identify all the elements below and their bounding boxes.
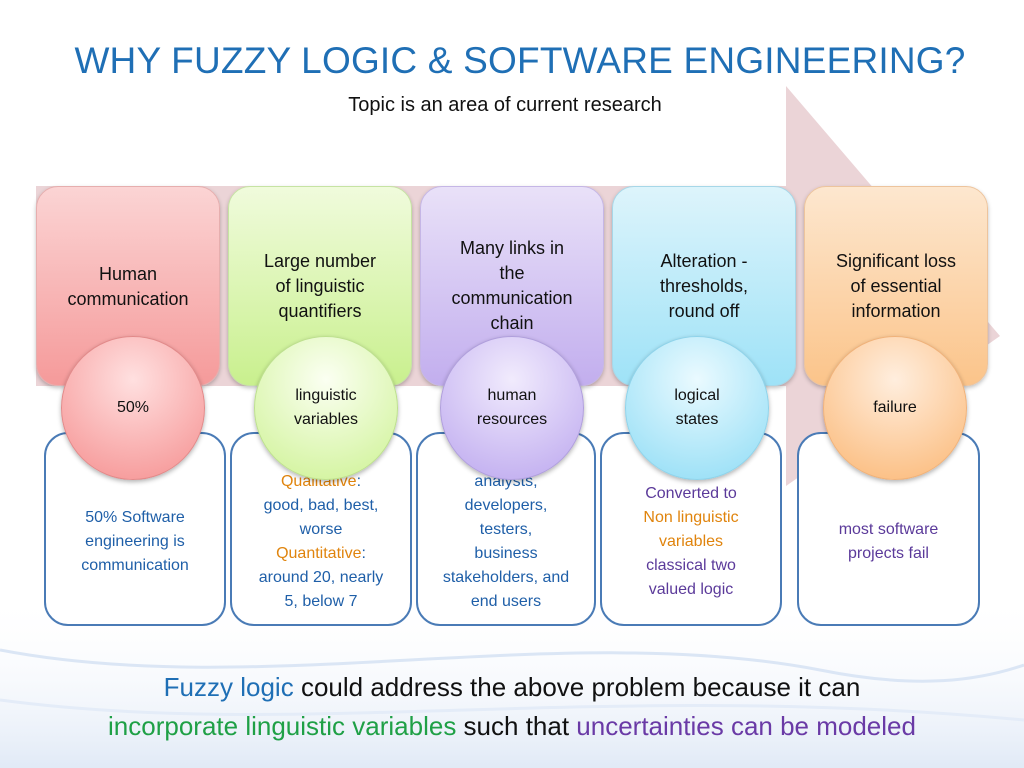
circle-label: resources bbox=[476, 411, 548, 428]
detail-line: worse bbox=[299, 521, 343, 538]
card-heading-line: of linguistic bbox=[275, 276, 365, 296]
circle-label: failure bbox=[873, 399, 917, 416]
circle-label: human bbox=[487, 387, 537, 404]
card-heading-line: communication bbox=[451, 288, 573, 308]
detail-line: engineering is bbox=[85, 533, 185, 550]
circle-logical-states: logical states bbox=[625, 336, 769, 480]
card-heading-line: information bbox=[851, 301, 941, 321]
card-heading-line: Significant loss bbox=[835, 251, 957, 271]
detail-line: around 20, nearly bbox=[258, 569, 384, 586]
card-heading-line: of essential bbox=[850, 276, 942, 296]
quantitative-row: Quantitative: bbox=[259, 542, 384, 566]
circle-label: linguistic bbox=[295, 387, 357, 404]
step-card-human-communication: Human communication bbox=[36, 186, 220, 386]
card-heading-line: communication bbox=[67, 289, 189, 309]
detail-line: projects fail bbox=[848, 545, 929, 562]
conclusion-line-1: Fuzzy logic could address the above prob… bbox=[0, 668, 1024, 707]
detail-line: business bbox=[474, 545, 538, 562]
detail-line: testers, bbox=[479, 521, 533, 538]
card-heading-line: the bbox=[499, 263, 525, 283]
detail-line: classical two bbox=[646, 557, 736, 574]
detail-line: communication bbox=[81, 557, 189, 574]
circle-label: variables bbox=[293, 411, 359, 428]
detail-line: 5, below 7 bbox=[284, 593, 358, 610]
circle-label: 50% bbox=[116, 399, 150, 416]
conclusion-line-2: incorporate linguistic variables such th… bbox=[0, 707, 1024, 746]
page-title: WHY FUZZY LOGIC & SOFTWARE ENGINEERING? bbox=[74, 40, 966, 81]
detail-line: stakeholders, and bbox=[442, 569, 570, 586]
quantitative-label: Quantitative bbox=[276, 545, 362, 562]
detail-line: good, bad, best, bbox=[263, 497, 379, 514]
card-heading-line: quantifiers bbox=[278, 301, 362, 321]
detail-line: Non linguistic bbox=[643, 509, 739, 526]
detail-line: variables bbox=[658, 533, 724, 550]
detail-line: developers, bbox=[464, 497, 548, 514]
card-heading-line: thresholds, bbox=[659, 276, 749, 296]
detail-line: most software bbox=[838, 521, 939, 538]
qualitative-colon: : bbox=[356, 473, 362, 490]
detail-box-linguistic: Qualitative: good, bad, best, worse Quan… bbox=[230, 432, 412, 626]
circle-50-percent: 50% bbox=[61, 336, 205, 480]
detail-line: valued logic bbox=[648, 581, 734, 598]
card-heading-line: Alteration - bbox=[660, 251, 748, 271]
circle-label: logical bbox=[674, 387, 720, 404]
circle-label: states bbox=[675, 411, 719, 428]
card-heading-line: chain bbox=[490, 313, 534, 333]
detail-line: 50% Software bbox=[85, 509, 185, 526]
conclusion-text: Fuzzy logic could address the above prob… bbox=[0, 668, 1024, 746]
page-subtitle: Topic is an area of current research bbox=[348, 94, 662, 116]
conclusion-text-part: could address the above problem because … bbox=[293, 672, 861, 702]
detail-line: Converted to bbox=[645, 485, 737, 502]
circle-human-resources: human resources bbox=[440, 336, 584, 480]
card-heading-line: round off bbox=[668, 301, 740, 321]
card-heading-line: Many links in bbox=[459, 238, 565, 258]
quantitative-colon: : bbox=[361, 545, 366, 562]
circle-failure: failure bbox=[823, 336, 967, 480]
detail-line: end users bbox=[470, 593, 542, 610]
conclusion-uncertainties: uncertainties can be modeled bbox=[576, 711, 916, 741]
step-card-alteration: Alteration - thresholds, round off bbox=[612, 186, 796, 386]
circle-linguistic-variables: linguistic variables bbox=[254, 336, 398, 480]
conclusion-linguistic-variables: incorporate linguistic variables bbox=[108, 711, 457, 741]
conclusion-fuzzy-logic: Fuzzy logic bbox=[163, 672, 294, 702]
card-heading-line: Large number bbox=[263, 251, 377, 271]
conclusion-text-part: such that bbox=[456, 711, 577, 741]
detail-box-communication: 50% Software engineering is communicatio… bbox=[44, 432, 226, 626]
card-heading-line: Human bbox=[98, 264, 158, 284]
detail-box-human-resources: analysts, developers, testers, business … bbox=[416, 432, 596, 626]
